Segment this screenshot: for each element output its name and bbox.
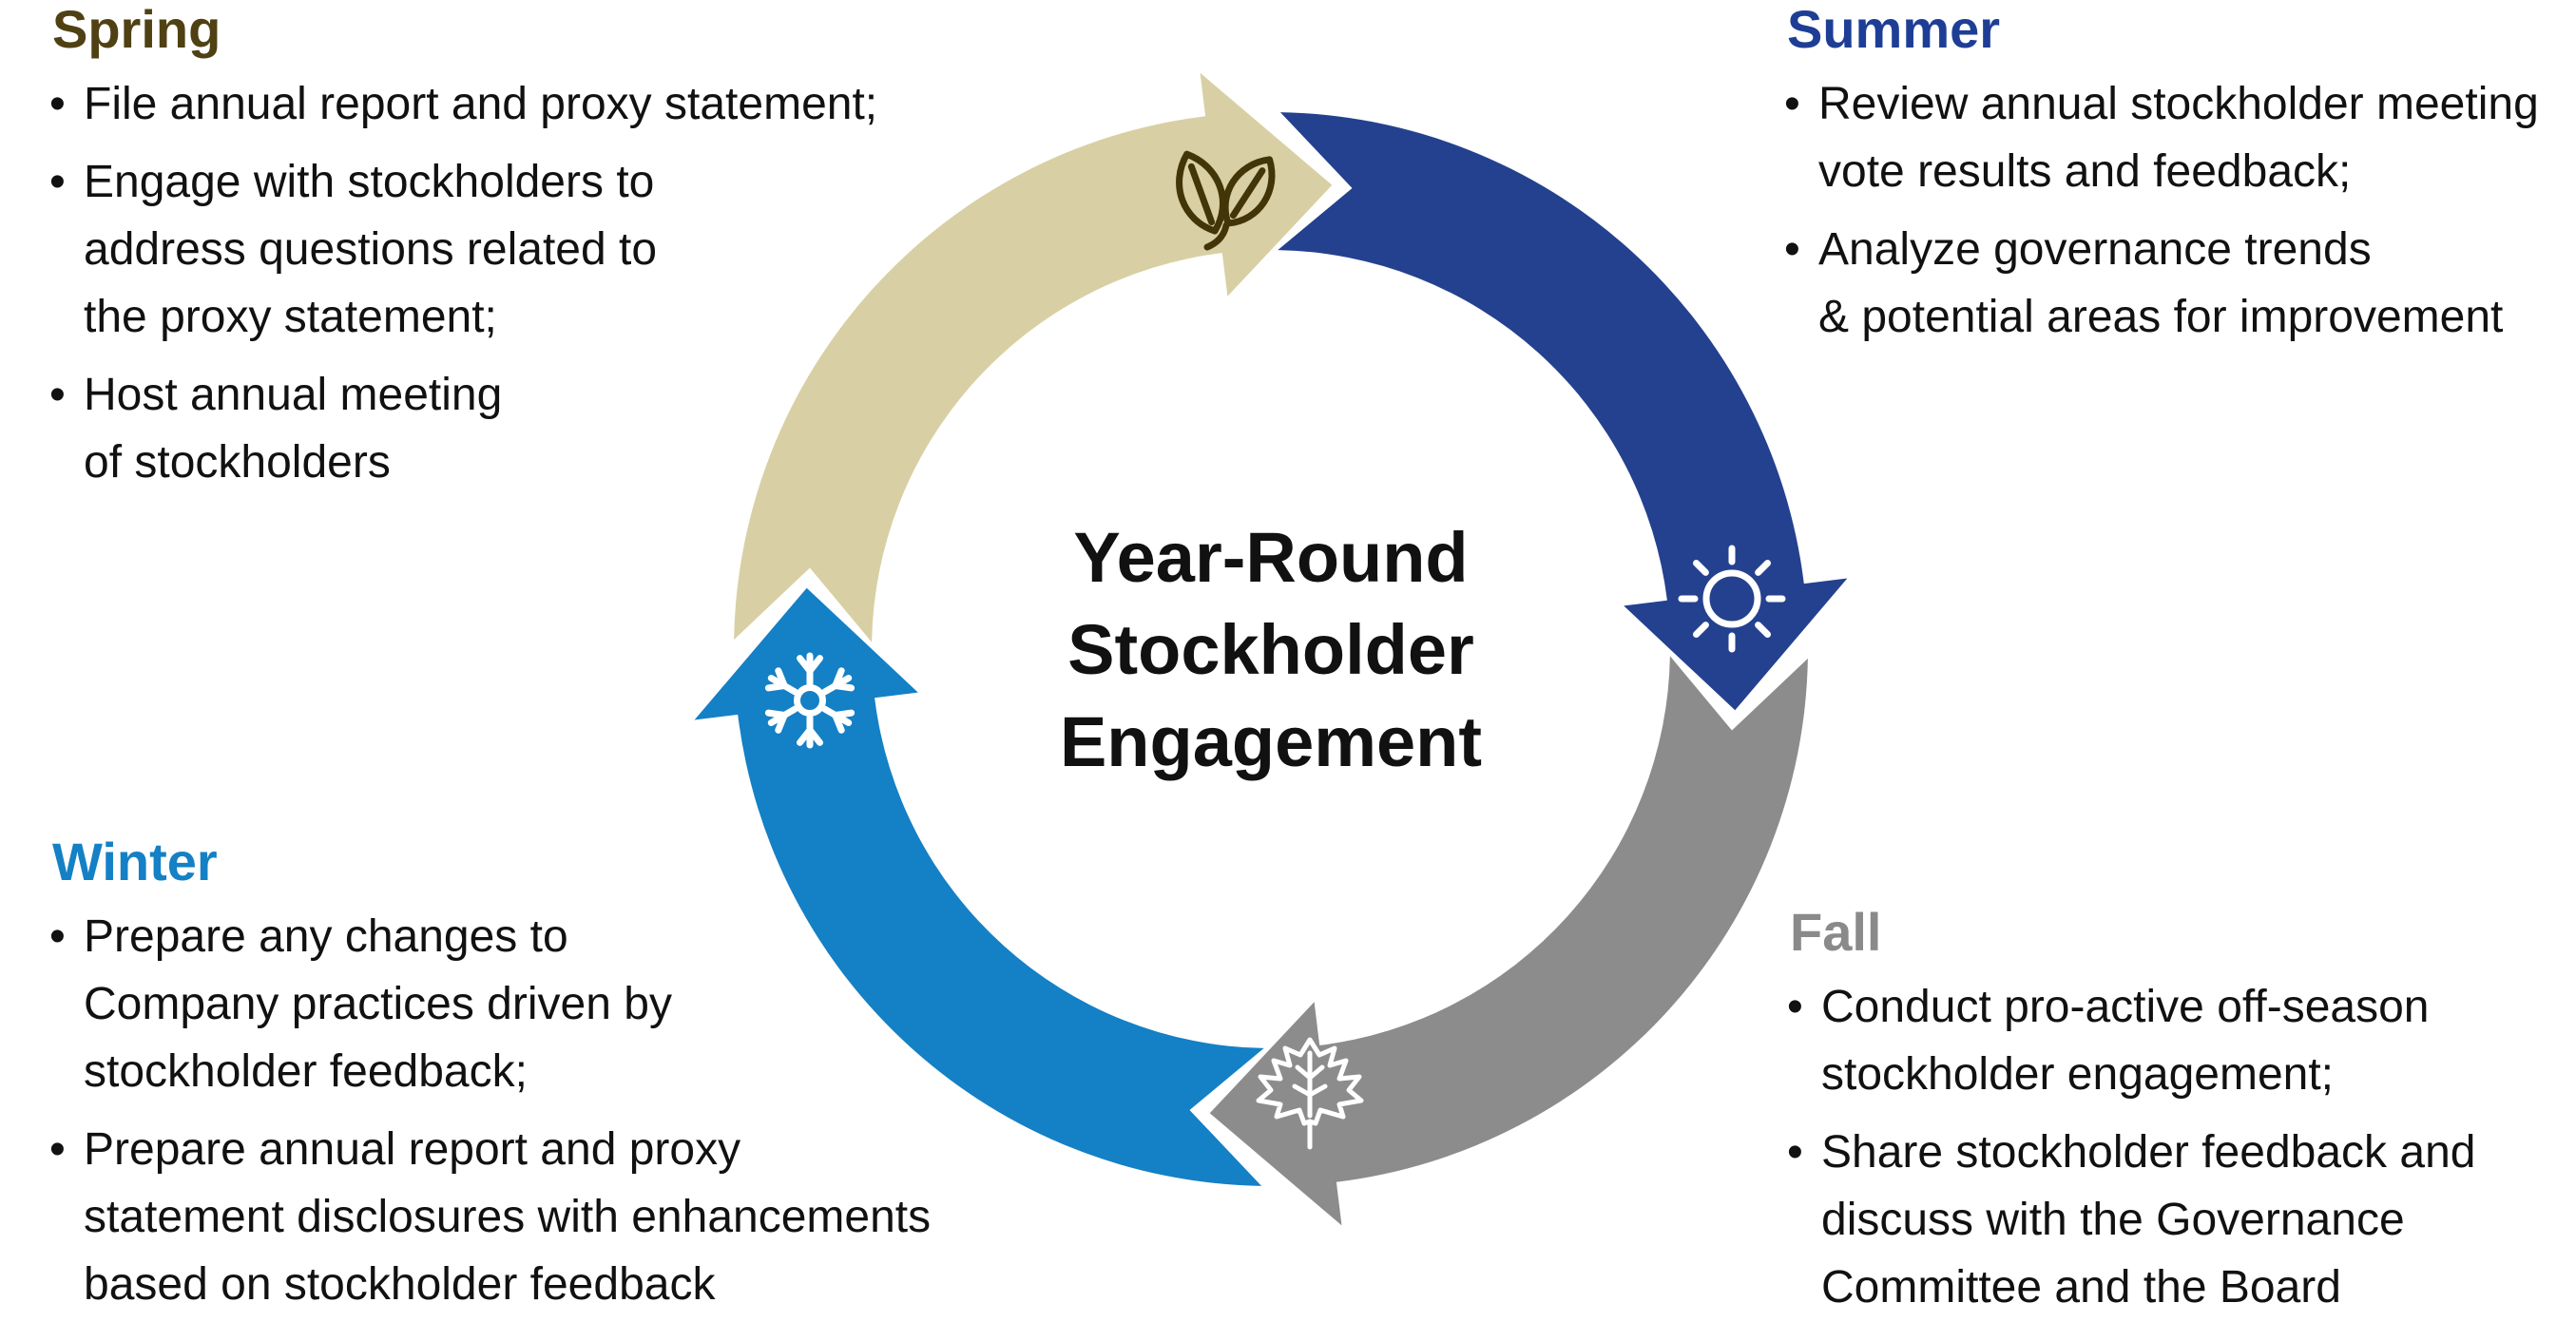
spring-arc-arrow — [734, 72, 1333, 642]
bullet-line: Review annual stockholder meeting — [1818, 79, 2539, 129]
bullet-item: • Engage with stockholders to address qu… — [48, 148, 877, 351]
fall-bullets: • Conduct pro-active off-season stockhol… — [1785, 973, 2475, 1321]
bullet-marker: • — [49, 370, 66, 420]
diagram-title: Year-Round Stockholder Engagement — [891, 511, 1651, 788]
bullet-item: • Share stockholder feedback and discuss… — [1785, 1119, 2475, 1321]
summer-bullets: • Review annual stockholder meeting vote… — [1782, 70, 2539, 351]
cycle-arcs — [694, 72, 1848, 1226]
summer-heading: Summer — [1787, 0, 2001, 59]
bullet-item: • Conduct pro-active off-season stockhol… — [1785, 973, 2475, 1108]
bullet-line: Company practices driven by — [84, 979, 672, 1029]
bullet-line: File annual report and proxy statement; — [84, 79, 878, 129]
bullet-item: • Review annual stockholder meeting vote… — [1782, 70, 2539, 205]
bullet-item: • Prepare any changes to Company practic… — [48, 903, 931, 1105]
snowflake-icon — [764, 652, 855, 749]
bullet-line: based on stockholder feedback — [84, 1259, 716, 1310]
bullet-line: Analyze governance trends — [1818, 224, 2372, 275]
bullet-line: Committee and the Board — [1821, 1262, 2341, 1312]
bullet-marker: • — [1784, 79, 1800, 129]
bullet-line: the proxy statement; — [84, 292, 497, 342]
sun-icon — [1678, 545, 1786, 653]
bullet-line: Prepare any changes to — [84, 911, 568, 962]
bullet-line: Host annual meeting — [84, 370, 503, 420]
fall-arc-arrow — [1209, 656, 1808, 1226]
bullet-line: discuss with the Governance — [1821, 1195, 2405, 1245]
winter-bullets: • Prepare any changes to Company practic… — [48, 903, 931, 1318]
season-block-winter: Winter • Prepare any changes to Company … — [48, 834, 931, 1322]
title-line: Engagement — [1059, 702, 1483, 781]
season-block-summer: Summer • Review annual stockholder meeti… — [1782, 2, 2539, 361]
fall-heading: Fall — [1790, 902, 1882, 962]
bullet-marker: • — [49, 1124, 66, 1175]
bullet-line: Prepare annual report and proxy — [84, 1124, 741, 1175]
bullet-item: • File annual report and proxy statement… — [48, 70, 877, 138]
bullet-marker: • — [1784, 224, 1800, 275]
leaf-right — [1221, 156, 1276, 227]
season-block-spring: Spring • File annual report and proxy st… — [48, 2, 877, 507]
bullet-marker: • — [49, 911, 66, 962]
bullet-line: of stockholders — [84, 437, 391, 488]
bullet-item: • Analyze governance trends & potential … — [1782, 216, 2539, 351]
title-line: Year-Round — [1073, 518, 1469, 597]
bullet-item: • Host annual meeting of stockholders — [48, 361, 877, 496]
season-block-fall: Fall • Conduct pro-active off-season sto… — [1785, 905, 2475, 1322]
bullet-item: • Prepare annual report and proxy statem… — [48, 1116, 931, 1318]
bullet-line: address questions related to — [84, 224, 658, 275]
bullet-marker: • — [1787, 982, 1803, 1032]
bullet-line: Share stockholder feedback and — [1821, 1127, 2476, 1178]
bullet-line: Engage with stockholders to — [84, 157, 655, 207]
bullet-marker: • — [49, 79, 66, 129]
winter-heading: Winter — [52, 832, 218, 891]
bullet-line: statement disclosures with enhancements — [84, 1192, 932, 1242]
spring-bullets: • File annual report and proxy statement… — [48, 70, 877, 496]
bullet-line: vote results and feedback; — [1818, 146, 2352, 197]
bullet-line: Conduct pro-active off-season — [1821, 982, 2430, 1032]
bullet-line: & potential areas for improvement — [1818, 292, 2504, 342]
spring-heading: Spring — [52, 0, 221, 59]
title-line: Stockholder — [1067, 610, 1474, 689]
leaf-icon — [1176, 150, 1276, 251]
bullet-line: stockholder engagement; — [1821, 1049, 2335, 1100]
bullet-line: stockholder feedback; — [84, 1046, 528, 1097]
summer-arc-arrow — [1278, 112, 1848, 711]
maple-leaf-icon — [1256, 1037, 1364, 1150]
bullet-marker: • — [1787, 1127, 1803, 1178]
leaf-stem — [1203, 221, 1230, 251]
bullet-marker: • — [49, 157, 66, 207]
winter-arc-arrow — [694, 587, 1264, 1186]
